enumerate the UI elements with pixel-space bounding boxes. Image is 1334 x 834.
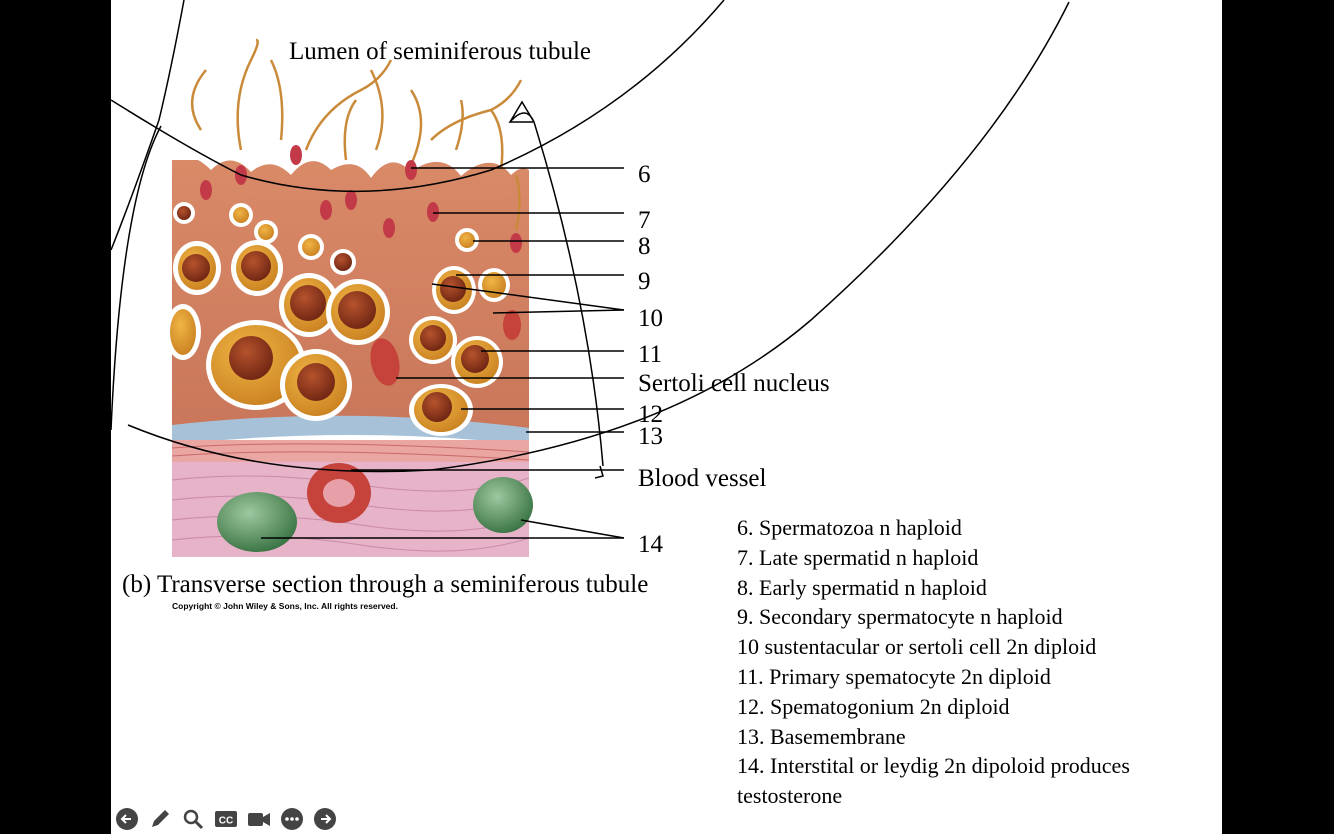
annotation-curve-top <box>111 0 725 193</box>
legend-item: 10 sustentacular or sertoli cell 2n dipl… <box>737 634 1097 660</box>
label-14: 14 <box>638 531 663 558</box>
label-9: 9 <box>638 268 651 295</box>
forward-arrow-icon[interactable] <box>312 807 337 832</box>
video-camera-icon[interactable] <box>246 807 271 832</box>
label-13: 13 <box>638 423 663 450</box>
label-10: 10 <box>638 305 663 332</box>
seminiferous-tubule-illustration <box>111 0 1070 557</box>
pen-icon[interactable] <box>147 807 172 832</box>
annotation-curve-right <box>127 1 1070 473</box>
label-sertoli-cell-nucleus: Sertoli cell nucleus <box>638 370 830 397</box>
label-blood-vessel: Blood vessel <box>638 465 767 492</box>
label-12: 12 <box>638 401 663 428</box>
legend-item: 6. Spermatozoa n haploid <box>737 515 962 540</box>
legend-item: 7. Late spermatid n haploid <box>737 544 979 570</box>
label-11: 11 <box>638 341 663 368</box>
annotation-curve-left <box>111 0 185 251</box>
legend-item: 8. Early spermatid n haploid <box>737 574 987 600</box>
annotation-arrow <box>508 100 604 467</box>
legend-item: 9. Secondary spermatocyte n haploid <box>737 604 1063 630</box>
legend-item: testosterone <box>737 783 843 809</box>
more-options-icon[interactable] <box>279 807 304 832</box>
back-arrow-icon[interactable] <box>114 807 139 832</box>
legend-item: 12. Spematogonium 2n diploid <box>737 693 1010 719</box>
closed-captions-icon[interactable]: CC <box>213 807 238 832</box>
label-6: 6 <box>638 161 651 188</box>
legend-list: 6. Spermatozoa n haploid 7. Late spermat… <box>737 513 1217 811</box>
copyright-notice: Copyright © John Wiley & Sons, Inc. All … <box>172 601 398 611</box>
legend-item: 14. Interstital or leydig 2n dipoloid pr… <box>737 753 1130 779</box>
legend-item: 11. Primary spematocyte 2n diploid <box>737 663 1051 689</box>
legend-item: 13. Basemembrane <box>737 723 906 749</box>
lumen-title: Lumen of seminiferous tubule <box>289 38 592 65</box>
figure-caption: (b) Transverse section through a seminif… <box>122 571 649 598</box>
search-icon[interactable] <box>180 807 205 832</box>
annotation-curve-left-lower <box>111 125 162 431</box>
svg-text:CC: CC <box>218 816 232 827</box>
presentation-toolbar: CC <box>114 806 337 832</box>
slide-canvas: Lumen of seminiferous tubule 6 7 8 9 10 … <box>111 0 1222 834</box>
label-7: 7 <box>638 207 651 234</box>
label-8: 8 <box>638 233 651 260</box>
